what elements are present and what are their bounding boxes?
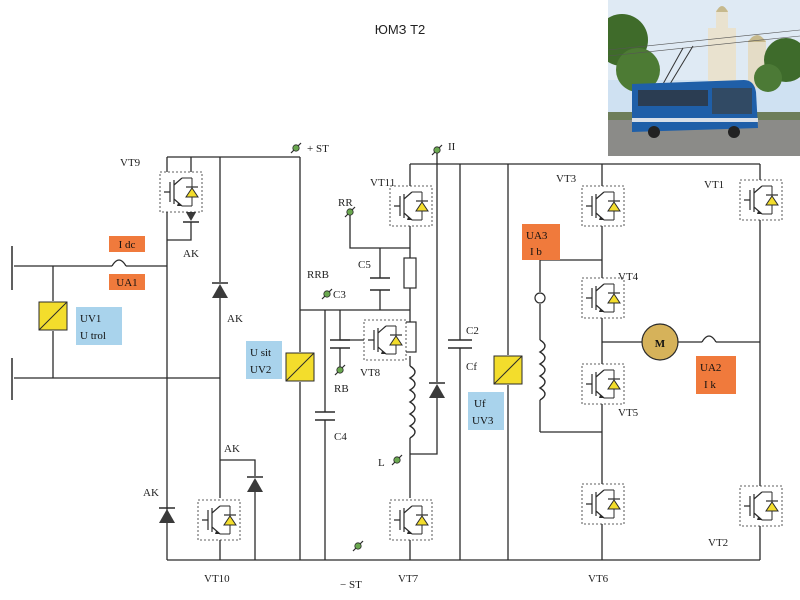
label-ak4: AK (143, 487, 159, 499)
svg-text:UV2: UV2 (250, 364, 271, 376)
motor-icon: M (641, 323, 679, 361)
field-winding (538, 339, 546, 401)
label-rb: RB (334, 383, 349, 395)
igbt-vt3 (581, 185, 625, 227)
label-vt4: VT4 (618, 271, 639, 283)
capacitor-c4 (315, 411, 335, 421)
igbt-vt4 (581, 277, 625, 319)
svg-text:I k: I k (704, 379, 716, 391)
svg-text:UV1: UV1 (80, 313, 101, 325)
label-l: L (378, 457, 385, 469)
page-title: ЮМЗ Т2 (374, 22, 426, 37)
label-vt1: VT1 (704, 179, 724, 191)
terminal-l (391, 454, 403, 466)
label-rrb: RRB (307, 269, 329, 281)
label-vt7: VT7 (398, 573, 419, 585)
label-ak1: AK (183, 248, 199, 260)
svg-text:UV3: UV3 (472, 415, 494, 427)
box-idc: I dc (109, 236, 145, 252)
label-c3: C3 (333, 289, 346, 301)
sensor-uv1 (38, 301, 68, 331)
label-st-minus: − ST (340, 579, 362, 591)
label-c5: C5 (358, 259, 371, 271)
sensor-uv2 (285, 352, 315, 382)
label-rr: RR (338, 197, 353, 209)
svg-text:Uf: Uf (474, 398, 486, 410)
svg-text:U trol: U trol (80, 330, 106, 342)
diode-ak-bottom-left (158, 507, 176, 524)
label-vt9: VT9 (120, 157, 141, 169)
label-vt8: VT8 (360, 367, 381, 379)
label-ak2: AK (227, 313, 243, 325)
box-uv3: Uf UV3 (468, 392, 504, 430)
terminal-c3 (321, 288, 333, 300)
label-vt5: VT5 (618, 407, 639, 419)
box-uv2: U sit UV2 (246, 341, 282, 379)
box-ua3: UA3 I b (522, 224, 560, 260)
box-ua2: UA2 I k (696, 356, 736, 394)
sensor-uv3 (493, 355, 523, 385)
wiring (11, 150, 761, 561)
svg-text:UA2: UA2 (700, 362, 721, 374)
igbt-vt9 (159, 171, 203, 213)
capacitor-c2 (448, 339, 472, 349)
terminal-ii (431, 144, 443, 156)
svg-text:I dc: I dc (119, 239, 136, 251)
igbt-vt10 (197, 499, 241, 541)
igbt-vt1 (739, 179, 783, 221)
box-uv1: UV1 U trol (76, 307, 122, 345)
resistor-upper (403, 257, 417, 289)
label-vt3: VT3 (556, 173, 577, 185)
label-c2: C2 (466, 325, 479, 337)
igbt-vt7 (389, 499, 433, 541)
box-ua1: UA1 (109, 274, 145, 290)
label-vt6: VT6 (588, 573, 609, 585)
label-ak3: AK (224, 443, 240, 455)
label-vt10: VT10 (204, 573, 230, 585)
igbt-vt6 (581, 483, 625, 525)
diode-ak-vt10 (246, 476, 264, 493)
capacitor-c5 (370, 277, 390, 291)
label-st-plus: + ST (307, 143, 329, 155)
label-ii: II (448, 141, 456, 153)
igbt-vt11 (389, 185, 433, 227)
component-labels: VT9 AK AK AK AK VT10 + ST − ST II VT11 R… (120, 141, 728, 591)
diode-ak-mid (428, 382, 446, 399)
terminal-st-minus (352, 540, 364, 552)
label-vt2: VT2 (708, 537, 728, 549)
igbt-vt2 (739, 485, 783, 527)
label-cf: Cf (466, 361, 477, 373)
svg-text:I b: I b (530, 246, 542, 258)
inductor-l (408, 365, 416, 439)
terminal-st-plus (290, 142, 302, 154)
igbt-vt5 (581, 363, 625, 405)
trolleybus-photo (608, 0, 800, 156)
svg-text:UA1: UA1 (116, 277, 137, 289)
motor-label: M (655, 338, 666, 350)
capacitor-c3 (330, 339, 350, 349)
terminal-rb (334, 364, 346, 376)
diode-ak-left (211, 282, 229, 299)
svg-text:UA3: UA3 (526, 230, 548, 242)
igbt-vt8 (363, 319, 407, 361)
label-c4: C4 (334, 431, 347, 443)
label-vt11: VT11 (370, 177, 395, 189)
svg-text:U sit: U sit (250, 347, 271, 359)
